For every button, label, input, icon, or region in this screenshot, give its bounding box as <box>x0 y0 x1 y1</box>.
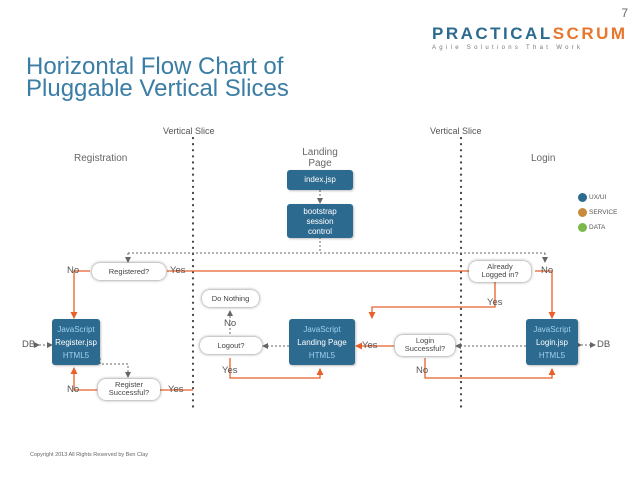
practicalscrum-logo: PRACTICALSCRUM <box>432 24 625 44</box>
bootstrap-line2: session <box>306 217 334 226</box>
vertical-slice-label-right: Vertical Slice <box>430 126 482 136</box>
login-box-line1: JavaScript <box>533 325 571 334</box>
register-jsp-box: JavaScript Register.jsp HTML5 <box>52 319 100 365</box>
logo-scrum-text: SCRUM <box>552 24 628 43</box>
bootstrap-line3: control <box>307 227 332 236</box>
already-logged-in-line1: Already <box>487 262 513 271</box>
login-successful-line2: Successful? <box>404 344 446 353</box>
legend-dot-service <box>578 208 587 217</box>
landing-heading-line1: Landing <box>302 147 338 158</box>
do-nothing-decision: Do Nothing <box>202 290 259 307</box>
login-success-no-arrow <box>424 358 556 379</box>
vertical-slice-label-left: Vertical Slice <box>163 126 215 136</box>
index-jsp-label: index.jsp <box>304 175 336 184</box>
legend-label-data: DATA <box>589 224 606 231</box>
logout-yes-label: Yes <box>222 365 238 376</box>
copyright-footer: Copyright 2013 All Rights Reserved by Be… <box>30 452 149 458</box>
registered-no-label: No <box>67 265 80 276</box>
logo-practical-text: PRACTICAL <box>432 24 553 43</box>
bootstrap-split-connector <box>128 237 545 254</box>
bootstrap-session-control-box: bootstrap session control <box>287 204 353 238</box>
landing-box-line1: JavaScript <box>303 325 341 334</box>
slide-title-line1: Horizontal Flow Chart of <box>26 53 284 80</box>
index-jsp-box: index.jsp <box>287 170 353 190</box>
legend-label-uxui: UX/UI <box>589 194 607 201</box>
register-success-yes-label: Yes <box>168 384 184 395</box>
register-success-no-arrow <box>70 367 97 391</box>
already-no-arrow <box>535 270 556 319</box>
already-logged-in-decision: Already Logged in? <box>469 261 531 282</box>
page-number: 7 <box>621 6 628 20</box>
register-success-no-label: No <box>67 384 80 395</box>
login-box-line2: Login.jsp <box>535 338 569 347</box>
bootstrap-line1: bootstrap <box>303 207 337 216</box>
slide-title-line2: Pluggable Vertical Slices <box>26 75 289 102</box>
registered-decision-label: Registered? <box>108 267 150 276</box>
login-success-yes-label: Yes <box>362 340 378 351</box>
already-no-label: No <box>541 265 554 276</box>
registered-decision: Registered? <box>92 263 166 280</box>
legend-dot-uxui <box>578 193 587 202</box>
register-box-line3: HTML5 <box>62 351 90 360</box>
login-jsp-box: JavaScript Login.jsp HTML5 <box>526 319 578 365</box>
register-box-line2: Register.jsp <box>55 338 97 347</box>
login-success-no-label: No <box>416 365 429 376</box>
legend-dot-data <box>578 223 587 232</box>
logout-decision-label: Logout? <box>217 341 245 350</box>
already-yes-label: Yes <box>487 297 503 308</box>
landing-box-line2: Landing Page <box>297 338 347 347</box>
already-logged-in-line2: Logged in? <box>481 270 519 279</box>
login-successful-decision: Login Successful? <box>395 335 455 356</box>
register-successful-line1: Register <box>115 380 143 389</box>
db-right-label: DB <box>597 339 611 350</box>
do-nothing-label: Do Nothing <box>211 294 250 303</box>
login-successful-line1: Login <box>415 336 435 345</box>
register-to-success-connector <box>99 358 131 378</box>
landing-heading-line2: Page <box>308 158 332 169</box>
login-box-line3: HTML5 <box>538 351 566 360</box>
logout-no-label: No <box>224 318 237 329</box>
logo-tagline: Agile Solutions That Work <box>432 45 584 51</box>
registered-no-arrow <box>70 270 90 319</box>
register-box-line1: JavaScript <box>57 325 95 334</box>
login-heading: Login <box>531 153 556 164</box>
register-successful-line2: Successful? <box>108 388 150 397</box>
slide-title: Horizontal Flow Chart of Pluggable Verti… <box>26 53 356 102</box>
landing-page-box: JavaScript Landing Page HTML5 <box>289 319 355 365</box>
db-left-label: DB <box>22 339 36 350</box>
landing-box-line3: HTML5 <box>308 351 336 360</box>
registration-heading: Registration <box>74 153 128 164</box>
landing-page-heading: Landing Page <box>290 147 350 169</box>
logout-decision: Logout? <box>200 337 262 354</box>
already-yes-arrow <box>368 282 496 319</box>
register-successful-decision: Register Successful? <box>98 379 160 400</box>
legend-label-service: SERVICE <box>589 209 618 216</box>
registered-yes-label: Yes <box>170 265 186 276</box>
logout-yes-arrow <box>229 358 324 379</box>
